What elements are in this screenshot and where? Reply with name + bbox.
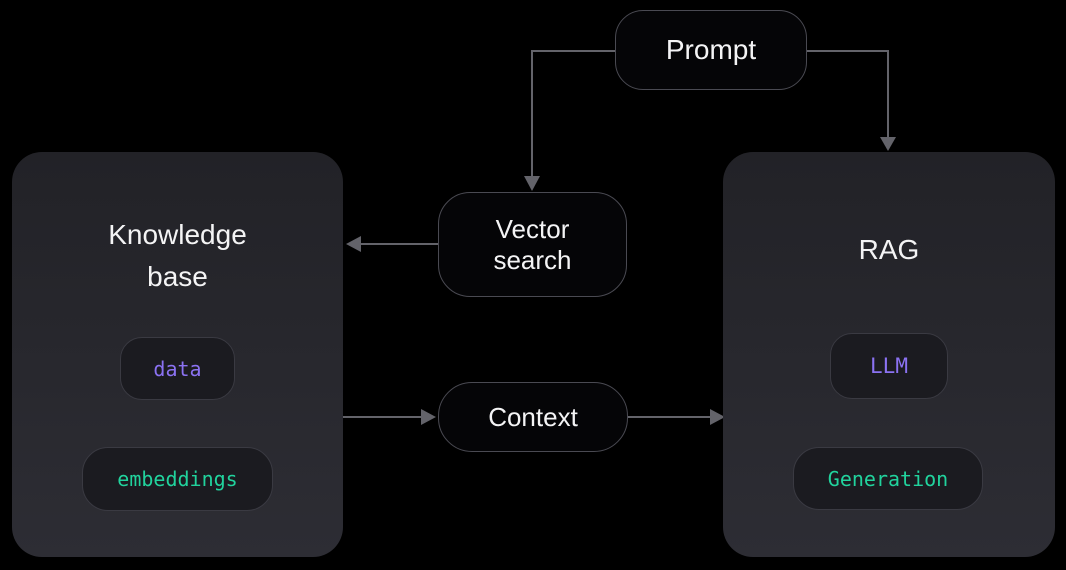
vector-search-node-label: Vector search [493,213,572,275]
edge-knowledge-base-to-context [343,409,436,425]
embeddings-node-label: embeddings [117,467,238,491]
vector-search-node: Vector search [438,192,627,297]
embeddings-node: embeddings [82,447,273,511]
edge-vector-search-to-knowledge-base [346,236,438,252]
generation-node: Generation [793,447,983,510]
knowledge-base-title: Knowledge base [108,219,247,292]
edge-prompt-to-rag [807,50,896,151]
data-node: data [120,337,235,400]
context-node: Context [438,382,628,452]
generation-node-label: Generation [827,466,949,491]
prompt-node-label: Prompt [665,34,757,65]
data-node-label: data [153,356,202,381]
knowledge-base-box: Knowledge base data embeddings [12,152,343,557]
context-node-label: Context [488,401,578,432]
edge-context-to-rag [628,409,725,425]
rag-title: RAG [858,234,920,265]
llm-node: LLM [830,333,948,399]
edge-prompt-to-vector-search [524,50,615,191]
rag-box: RAG LLM Generation [723,152,1055,557]
prompt-node: Prompt [615,10,807,90]
llm-node-label: LLM [870,354,908,378]
